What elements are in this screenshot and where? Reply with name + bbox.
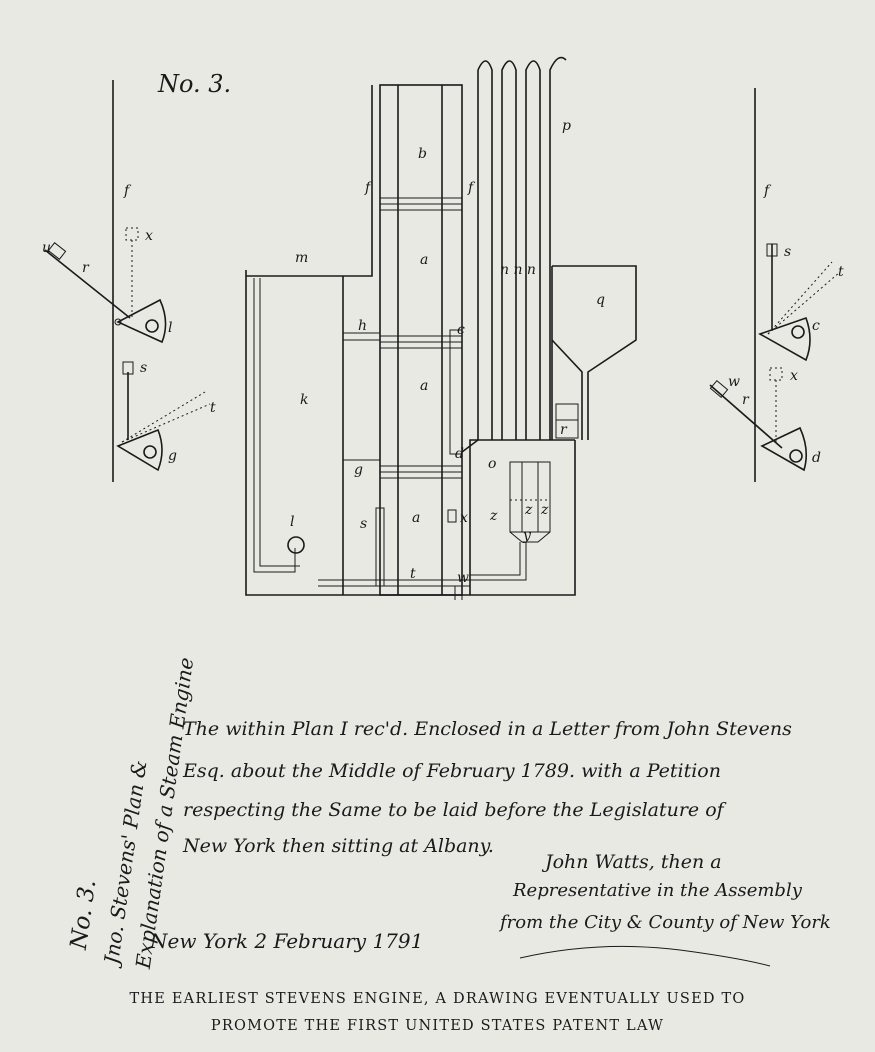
note-line-4: New York then sitting at Albany. bbox=[182, 835, 494, 857]
label-f-center-left: f bbox=[364, 180, 373, 196]
label-y: y bbox=[522, 528, 532, 544]
label-k: k bbox=[300, 392, 308, 408]
label-a-lower: a bbox=[412, 510, 420, 526]
plate-number: No. 3. bbox=[157, 70, 231, 98]
engine-main-diagram: b f f a a a m k h g l s c bbox=[245, 56, 637, 600]
label-p: p bbox=[562, 118, 571, 134]
label-c-right: c bbox=[812, 318, 820, 334]
label-t-right: t bbox=[838, 264, 844, 280]
handwritten-note: The within Plan I rec'd. Enclosed in a L… bbox=[149, 718, 831, 967]
label-g-center: g bbox=[354, 462, 363, 478]
label-t-center: t bbox=[410, 566, 416, 582]
label-z-right: z bbox=[540, 502, 549, 518]
label-r-left: r bbox=[82, 260, 90, 276]
label-f-right: f bbox=[763, 183, 772, 199]
endorsement-rotated: No. 3. Jno. Stevens' Plan & Explanation … bbox=[66, 656, 199, 971]
label-d: d bbox=[455, 446, 464, 462]
label-x-left: x bbox=[145, 228, 153, 244]
label-a-upper: a bbox=[420, 252, 428, 268]
label-s-left: s bbox=[140, 360, 147, 376]
left-valve-detail: f u r x l s t g bbox=[42, 80, 216, 482]
label-t-left: t bbox=[210, 400, 216, 416]
signature-line-2: Representative in the Assembly bbox=[512, 880, 803, 901]
figure-caption: THE EARLIEST STEVENS ENGINE, A DRAWING E… bbox=[0, 986, 875, 1040]
label-s-right: s bbox=[784, 244, 791, 260]
caption-line-1: THE EARLIEST STEVENS ENGINE, A DRAWING E… bbox=[129, 991, 746, 1007]
label-l-left: l bbox=[168, 320, 172, 336]
label-o: o bbox=[488, 456, 496, 472]
label-m: m bbox=[295, 250, 308, 266]
caption-line-2: PROMOTE THE FIRST UNITED STATES PATENT L… bbox=[210, 1018, 665, 1034]
note-line-3: respecting the Same to be laid before th… bbox=[183, 799, 727, 821]
label-a-middle: a bbox=[420, 378, 428, 394]
label-x-center: x bbox=[460, 510, 468, 526]
label-f-left: f bbox=[123, 183, 132, 199]
label-s-center: s bbox=[360, 516, 367, 532]
label-f-center-right: f bbox=[467, 180, 476, 196]
note-line-2: Esq. about the Middle of February 1789. … bbox=[182, 760, 721, 782]
label-w-right: w bbox=[728, 374, 740, 390]
label-g-left: g bbox=[168, 448, 177, 464]
date-note: New York 2 February 1791 bbox=[149, 929, 423, 953]
endorsement-number: No. 3. bbox=[66, 878, 102, 952]
right-valve-detail: f s t c w r x d bbox=[709, 88, 844, 482]
label-n: n n n bbox=[500, 262, 536, 278]
signature-line-3: from the City & County of New York bbox=[498, 912, 831, 933]
label-l-center: l bbox=[290, 514, 294, 530]
label-h: h bbox=[358, 318, 367, 334]
label-r: r bbox=[560, 422, 568, 438]
note-line-1: The within Plan I rec'd. Enclosed in a L… bbox=[183, 718, 792, 740]
label-z-left: z bbox=[489, 508, 498, 524]
label-u-left: u bbox=[42, 240, 51, 256]
label-b: b bbox=[418, 146, 427, 162]
label-x-right: x bbox=[790, 368, 798, 384]
label-d-right: d bbox=[812, 450, 821, 466]
label-c-center: c bbox=[457, 322, 465, 338]
label-r-right: r bbox=[742, 392, 750, 408]
label-z-mid: z bbox=[524, 502, 533, 518]
signature-line-1: John Watts, then a bbox=[541, 851, 722, 873]
label-q: q bbox=[596, 292, 605, 308]
label-w-center: w bbox=[457, 570, 469, 586]
